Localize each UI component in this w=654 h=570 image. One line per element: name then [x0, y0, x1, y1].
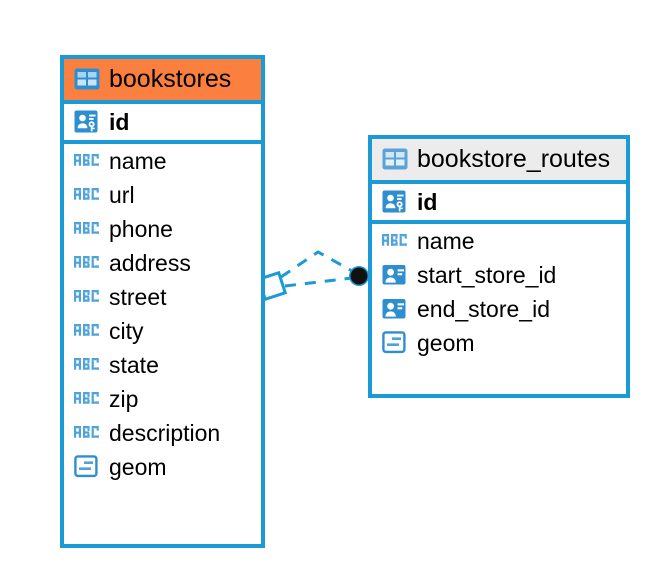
field-name: address — [109, 250, 191, 276]
relationship-line-upper — [280, 250, 355, 279]
field-name: phone — [109, 216, 173, 242]
field-name: url — [109, 182, 135, 208]
field-row-id[interactable]: id — [372, 184, 626, 224]
primary-key-icon — [382, 189, 408, 215]
entity-fields-bookstores: id — [64, 104, 261, 484]
geometry-icon — [74, 455, 100, 479]
entity-fields-bookstore-routes: id — [372, 184, 626, 360]
text-abc-icon — [74, 357, 100, 373]
field-name: city — [109, 318, 144, 344]
field-name: id — [109, 109, 130, 135]
primary-key-icon — [74, 109, 100, 135]
field-row-address[interactable]: address — [64, 246, 261, 280]
entity-title: bookstore_routes — [417, 145, 611, 173]
field-name: end_store_id — [417, 296, 550, 322]
field-row-name[interactable]: name — [372, 224, 626, 258]
table-icon — [74, 68, 100, 90]
field-name: geom — [417, 330, 475, 356]
foreign-key-icon — [382, 262, 408, 288]
field-name: street — [109, 284, 167, 310]
foreign-key-icon — [382, 296, 408, 322]
table-icon — [382, 148, 408, 170]
field-row-url[interactable]: url — [64, 178, 261, 212]
field-row-geom[interactable]: geom — [64, 450, 261, 484]
text-abc-icon — [74, 153, 100, 169]
entity-header-bookstores[interactable]: bookstores — [64, 59, 261, 104]
field-row-city[interactable]: city — [64, 314, 261, 348]
field-name: name — [417, 228, 475, 254]
field-row-start-store-id[interactable]: start_store_id — [372, 258, 626, 292]
text-abc-icon — [74, 425, 100, 441]
geometry-icon — [382, 331, 408, 355]
entity-bookstore-routes[interactable]: bookstore_routes — [368, 135, 630, 398]
field-name: geom — [109, 454, 167, 480]
entity-header-bookstore-routes[interactable]: bookstore_routes — [372, 139, 626, 184]
field-name: name — [109, 148, 167, 174]
field-row-name[interactable]: name — [64, 144, 261, 178]
text-abc-icon — [382, 233, 408, 249]
text-abc-icon — [74, 391, 100, 407]
entity-bookstores[interactable]: bookstores — [60, 55, 265, 548]
field-row-geom[interactable]: geom — [372, 326, 626, 360]
field-row-phone[interactable]: phone — [64, 212, 261, 246]
field-name: zip — [109, 386, 139, 412]
field-row-end-store-id[interactable]: end_store_id — [372, 292, 626, 326]
text-abc-icon — [74, 255, 100, 271]
relationship-line-lower — [284, 276, 353, 288]
field-row-zip[interactable]: zip — [64, 382, 261, 416]
entity-title: bookstores — [109, 65, 232, 93]
text-abc-icon — [74, 187, 100, 203]
field-name: id — [417, 189, 438, 215]
field-name: description — [109, 420, 221, 446]
field-row-state[interactable]: state — [64, 348, 261, 382]
field-name: state — [109, 352, 159, 378]
field-row-street[interactable]: street — [64, 280, 261, 314]
filled-circle-marker — [349, 266, 369, 286]
text-abc-icon — [74, 289, 100, 305]
field-name: start_store_id — [417, 262, 557, 288]
text-abc-icon — [74, 221, 100, 237]
field-row-description[interactable]: description — [64, 416, 261, 450]
field-row-id[interactable]: id — [64, 104, 261, 144]
text-abc-icon — [74, 323, 100, 339]
